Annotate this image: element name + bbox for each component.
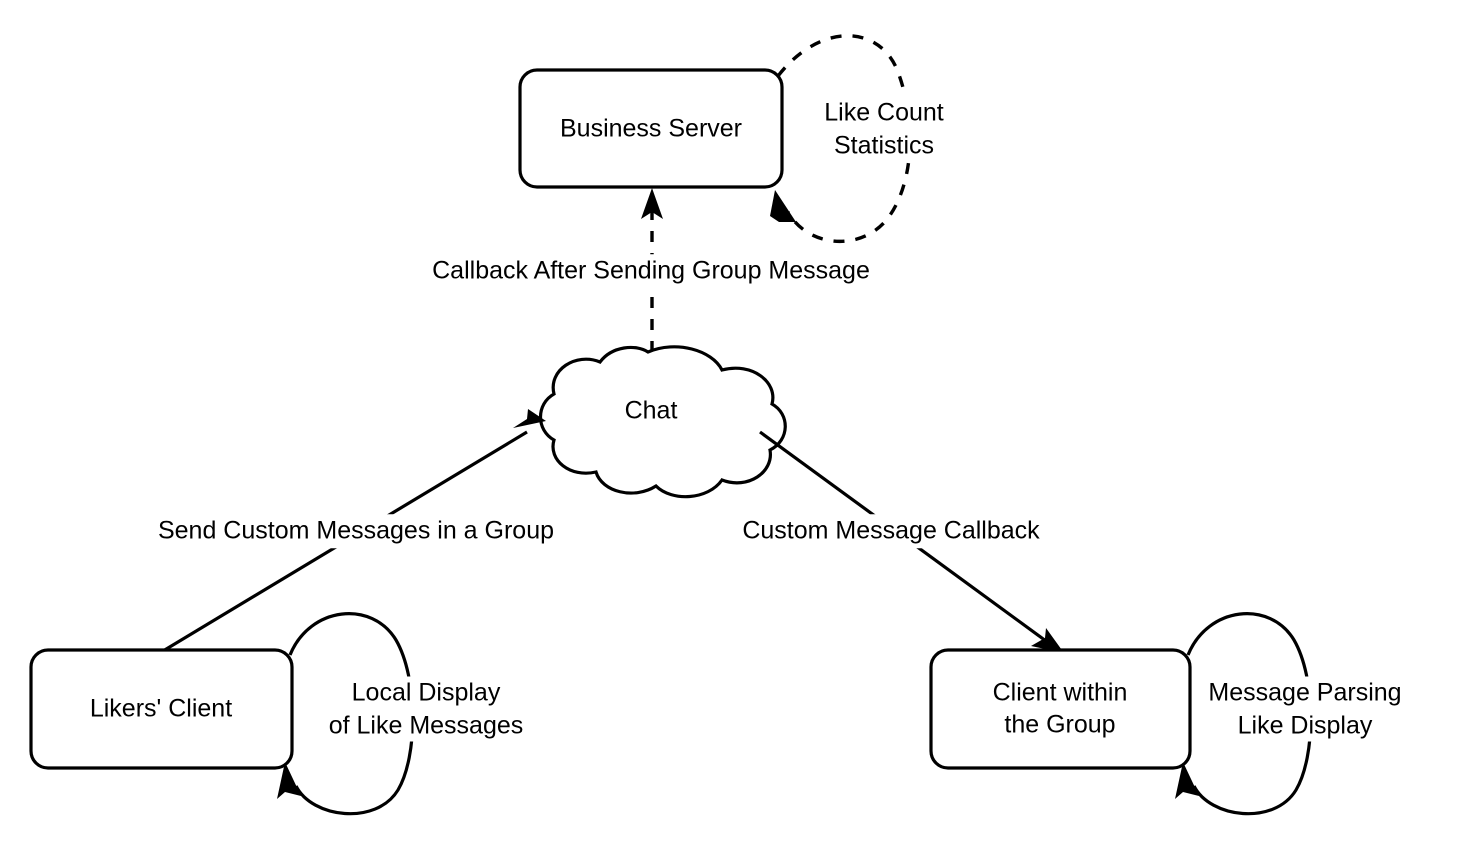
node-label-group-client: Client within the Group <box>993 678 1128 741</box>
loop-label-group-client-line1: Message Parsing <box>1208 678 1402 707</box>
edge-likers-client-to-chat-arrowhead <box>513 409 546 428</box>
node-chat-cloud[interactable] <box>539 345 787 499</box>
node-likers-client[interactable] <box>29 648 294 770</box>
edge-label-chat-to-group-client: Custom Message Callback <box>737 514 1045 548</box>
node-label-chat: Chat <box>624 396 678 425</box>
loop-label-business-server-line1: Like Count <box>824 98 944 127</box>
business-server-loop-path <box>776 34 912 243</box>
loop-label-likers-client: Local Display of Like Messages <box>328 676 524 742</box>
node-label-likers-client: Likers' Client <box>89 694 233 723</box>
edge-label-likers-client-to-chat: Send Custom Messages in a Group <box>152 514 560 548</box>
loop-label-likers-client-line1: Local Display <box>351 678 501 707</box>
edge-chat-to-group-client-arrowhead <box>1031 628 1064 653</box>
node-business-server[interactable] <box>518 68 784 189</box>
business-server-loop-arrowhead <box>770 190 796 222</box>
loop-label-business-server: Like Count Statistics <box>824 96 944 162</box>
likers-client-loop-arrowhead <box>277 762 301 799</box>
edge-chat-to-business-server-arrowhead <box>641 188 663 219</box>
business-server-self-loop <box>770 34 912 243</box>
loop-label-group-client: Message Parsing Like Display <box>1208 676 1402 742</box>
node-group-client[interactable] <box>929 648 1192 770</box>
group-client-loop-arrowhead <box>1175 762 1199 799</box>
loop-label-business-server-line2: Statistics <box>833 131 935 159</box>
node-label-business-server: Business Server <box>559 114 743 143</box>
loop-label-group-client-line2: Like Display <box>1237 711 1373 739</box>
loop-label-likers-client-line2: of Like Messages <box>328 711 524 739</box>
node-label-group-client-line1: Client within <box>992 678 1128 707</box>
node-label-group-client-line2: the Group <box>1004 710 1116 738</box>
edge-label-chat-to-business-server: Callback After Sending Group Message <box>427 254 875 288</box>
